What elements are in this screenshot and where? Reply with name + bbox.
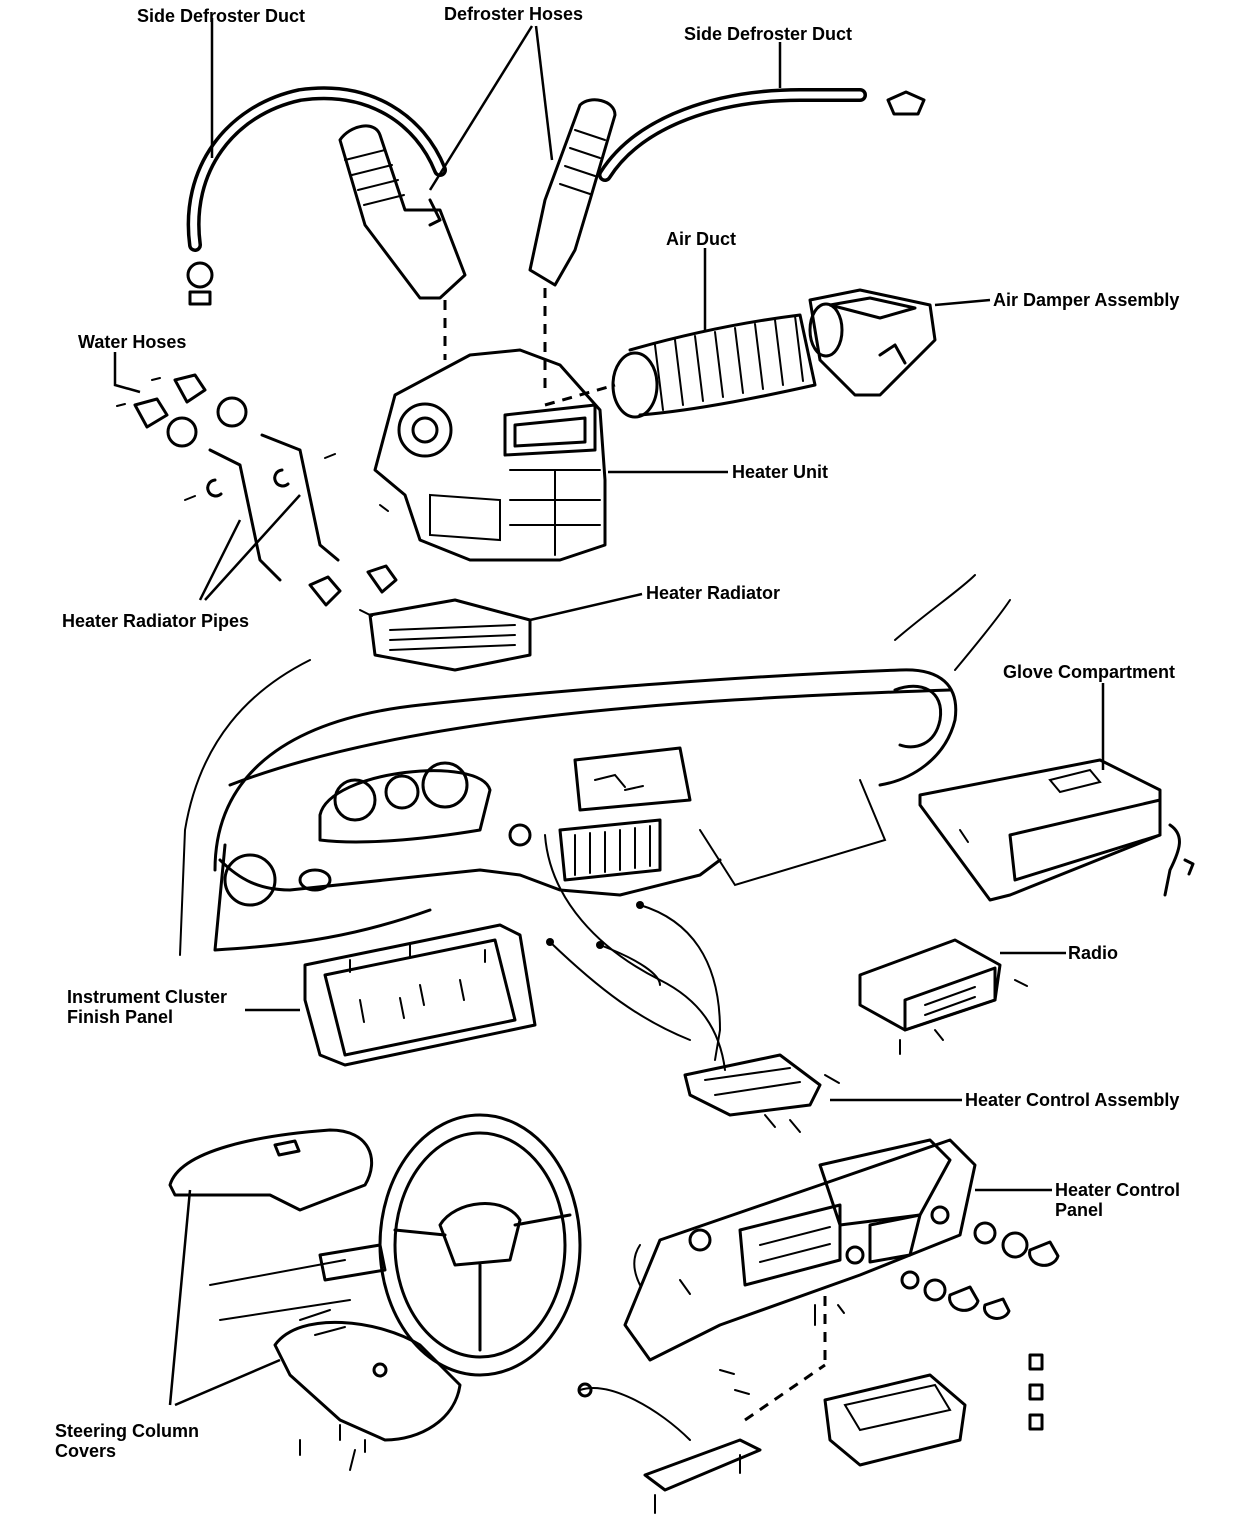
heater-control-assembly-part (683, 1053, 840, 1133)
heater-radiator-part (359, 598, 532, 672)
instrument-panel-part (179, 574, 1011, 956)
label-side-defroster-duct-right: Side Defroster Duct (684, 24, 853, 44)
heater-control-panel-part (577, 1138, 1060, 1514)
label-heater-unit: Heater Unit (732, 462, 829, 482)
steering-column-covers-part (168, 1128, 462, 1471)
label-air-damper-assembly: Air Damper Assembly (993, 290, 1180, 310)
air-duct-part (611, 313, 817, 419)
instrument-cluster-finish-panel-part (303, 923, 537, 1067)
side-defroster-duct-right-part (598, 88, 926, 182)
label-air-duct: Air Duct (666, 229, 737, 249)
heater-radiator-pipes-part (184, 433, 398, 607)
label-defroster-hoses: Defroster Hoses (444, 4, 584, 24)
label-heater-control-assembly: Heater Control Assembly (965, 1090, 1180, 1110)
label-glove-compartment: Glove Compartment (1003, 662, 1176, 682)
label-heater-control-panel: Heater Control Panel (1055, 1180, 1181, 1220)
assembly-line (544, 383, 616, 407)
label-instrument-cluster-finish-panel: Instrument Cluster Finish Panel (67, 987, 228, 1027)
steering-wheel-part (209, 1113, 582, 1377)
label-side-defroster-duct-left: Side Defroster Duct (137, 6, 306, 26)
label-radio: Radio (1068, 943, 1119, 963)
heater-unit-part (373, 348, 607, 562)
side-defroster-duct-left-part (186, 86, 447, 306)
defroster-hose-left-part (338, 124, 467, 300)
leader-lines (113, 18, 1105, 1407)
label-heater-radiator-pipes: Heater Radiator Pipes (62, 611, 250, 631)
glove-compartment-part (918, 758, 1195, 902)
label-heater-radiator: Heater Radiator (646, 583, 781, 603)
assembly-line (744, 1363, 826, 1422)
label-water-hoses: Water Hoses (78, 332, 187, 352)
radio-part (858, 938, 1028, 1055)
air-damper-assembly-part (808, 288, 937, 397)
water-hoses-part (116, 373, 248, 448)
defroster-hose-right-part (528, 98, 617, 287)
label-steering-column-covers: Steering Column Covers (55, 1421, 200, 1461)
heater-control-cables-part (544, 834, 726, 1071)
